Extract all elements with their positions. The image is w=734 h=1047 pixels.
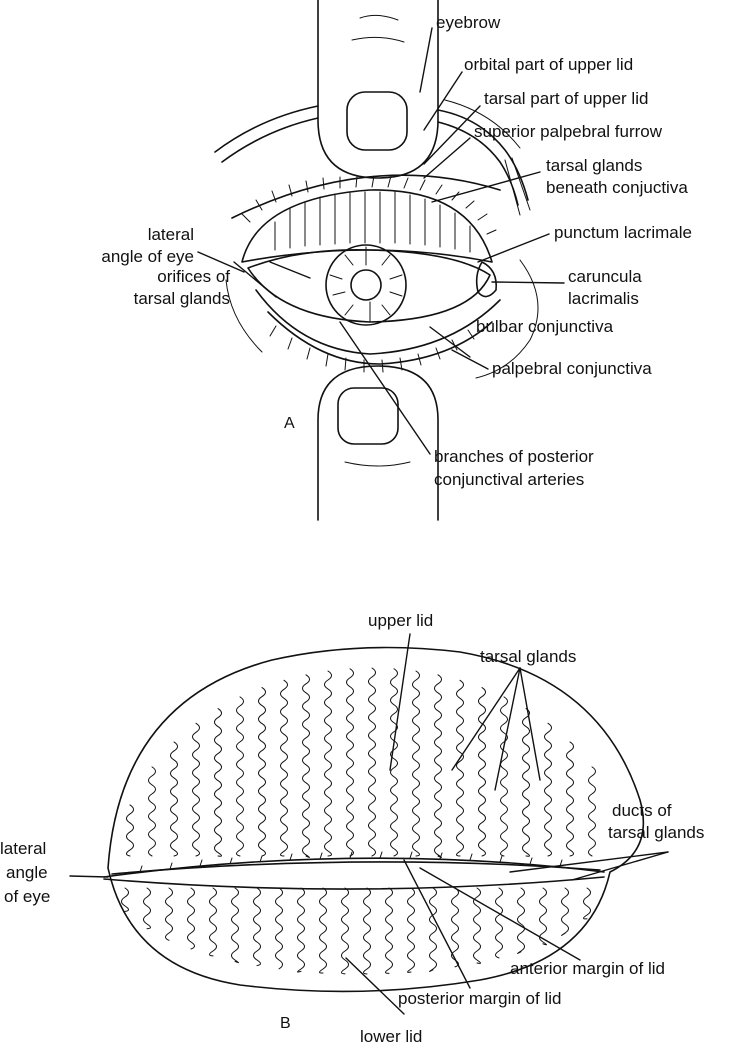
label-lower-lid: lower lid — [360, 1027, 422, 1046]
label-orifices-l2: tarsal glands — [134, 289, 230, 308]
label-lateral-b-l1: lateral — [0, 839, 46, 858]
label-caruncula-l2: lacrimalis — [568, 289, 639, 308]
gland-column — [501, 697, 508, 856]
gland-column — [408, 888, 415, 972]
iris-texture — [330, 247, 402, 322]
eyebrow-hair — [215, 100, 530, 215]
gland-column — [215, 709, 222, 857]
gland-column — [386, 888, 393, 973]
lid-margin-upper-edge — [104, 858, 604, 877]
label-branches-l2: conjunctival arteries — [434, 470, 584, 489]
upper-lashes — [242, 176, 496, 234]
panel-b-illustration — [104, 648, 643, 992]
gland-column — [166, 888, 173, 940]
label-posterior-margin: posterior margin of lid — [398, 989, 561, 1008]
gland-column — [567, 742, 574, 856]
pupil — [351, 270, 381, 300]
tarsal-glands-hatching — [275, 192, 470, 252]
gland-column — [320, 888, 327, 973]
label-palpebral-conjunctiva: palpebral conjunctiva — [492, 359, 652, 378]
gland-column — [188, 888, 195, 949]
gland-column — [149, 767, 156, 856]
label-upper-lid: upper lid — [368, 611, 433, 630]
label-tarsal-glands-l1: tarsal glands — [546, 156, 642, 175]
gland-column — [171, 742, 178, 856]
panel-b-letter: B — [280, 1015, 291, 1032]
gland-column — [584, 888, 591, 919]
gland-column — [364, 888, 371, 974]
superior-palpebral-furrow — [232, 175, 500, 218]
gland-column — [303, 675, 310, 858]
panel-a-letter: A — [284, 415, 295, 432]
label-lateral-angle-l1: lateral — [148, 225, 194, 244]
label-orbital-part-upper-lid: orbital part of upper lid — [464, 55, 633, 74]
label-ducts-l2: tarsal glands — [608, 823, 704, 842]
label-bulbar-conjunctiva: bulbar conjunctiva — [476, 317, 614, 336]
gland-column — [369, 668, 376, 856]
gland-column — [254, 888, 261, 966]
label-punctum-lacrimale: punctum lacrimale — [554, 223, 692, 242]
lower-finger — [318, 366, 438, 520]
label-caruncula-l1: caruncula — [568, 267, 642, 286]
gland-column — [232, 888, 239, 963]
gland-column — [259, 688, 266, 856]
gland-column — [518, 888, 525, 953]
gland-column — [562, 888, 569, 935]
gland-column — [523, 709, 530, 857]
gland-column — [589, 767, 596, 856]
label-superior-palpebral-furrow: superior palpebral furrow — [474, 122, 663, 141]
label-anterior-margin: anterior margin of lid — [510, 959, 665, 978]
panel-a-illustration — [215, 0, 538, 520]
gland-column — [430, 888, 437, 971]
lower-fingernail — [338, 388, 398, 444]
gland-column — [342, 888, 349, 974]
gland-column — [347, 669, 354, 856]
label-ducts-l1: ducts of — [612, 801, 672, 820]
gland-column — [281, 680, 288, 856]
gland-column — [298, 888, 305, 972]
lid-margin-lower-edge — [104, 877, 604, 889]
gland-column — [479, 688, 486, 856]
gland-column — [457, 680, 464, 856]
label-orifices-l1: orifices of — [157, 267, 230, 286]
label-tarsal-glands-b: tarsal glands — [480, 647, 576, 666]
gland-column — [545, 723, 552, 856]
gland-column — [210, 888, 217, 956]
label-lateral-b-l2: angle — [6, 863, 48, 882]
gland-column — [413, 671, 420, 856]
label-branches-l1: branches of posterior — [434, 447, 594, 466]
label-tarsal-part-upper-lid: tarsal part of upper lid — [484, 89, 648, 108]
gland-column — [325, 671, 332, 856]
gland-column — [144, 888, 151, 929]
label-lateral-angle-l2: angle of eye — [101, 247, 194, 266]
label-lateral-b-l3: of eye — [4, 887, 50, 906]
gland-column — [193, 723, 200, 856]
label-eyebrow: eyebrow — [436, 13, 501, 32]
gland-column — [435, 675, 442, 858]
gland-column — [496, 888, 503, 958]
gland-column — [540, 888, 547, 945]
upper-fingernail — [347, 92, 407, 150]
label-tarsal-glands-l2: beneath conjuctiva — [546, 178, 688, 197]
bulbar-conjunctiva-outline — [248, 250, 490, 322]
gland-column — [127, 805, 134, 856]
gland-column — [237, 697, 244, 856]
gland-column — [276, 888, 283, 969]
